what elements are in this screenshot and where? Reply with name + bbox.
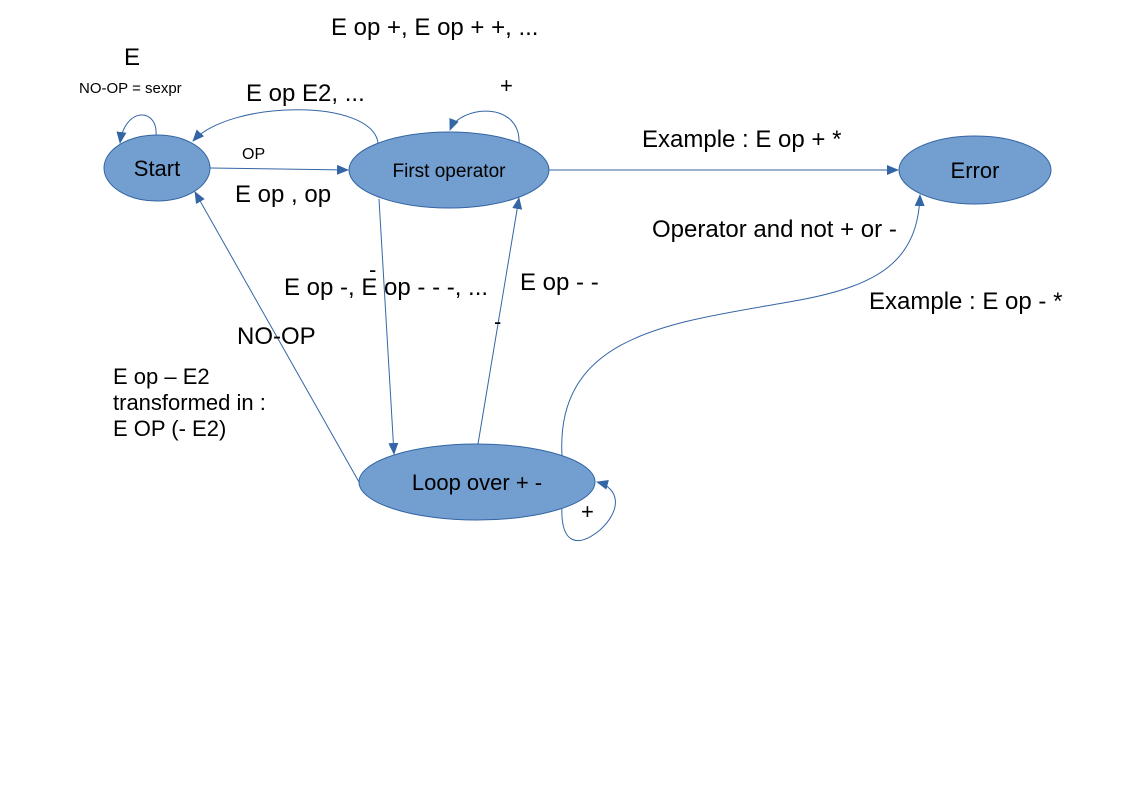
- label-minus-up: -: [494, 309, 502, 334]
- node-start: Start: [103, 134, 211, 202]
- label-e-top: E: [124, 44, 141, 71]
- node-error-label: Error: [951, 158, 1000, 183]
- label-e-op-e2: E op E2, ...: [246, 80, 365, 107]
- label-example-plus-star: Example : E op + *: [642, 126, 842, 153]
- node-loop: Loop over + -: [358, 443, 596, 521]
- edge-first-operator-to-loop: [378, 198, 399, 455]
- label-no-op-sexpr: NO-OP = sexpr: [79, 80, 182, 97]
- label-e-op-minus-list: E op -, E op - - -, ...: [284, 274, 489, 301]
- edge-start-to-first-operator: [209, 164, 349, 175]
- edge-loop-to-error: [561, 194, 925, 457]
- edge-first-operator-self-loop: [449, 110, 520, 146]
- node-first-operator: First operator: [348, 131, 550, 209]
- label-transform-line3: E OP (- E2): [113, 416, 227, 441]
- label-op: OP: [242, 146, 266, 163]
- label-e-op-minus-minus: E op - -: [520, 269, 599, 296]
- label-plus-first-operator: +: [500, 73, 513, 98]
- label-operator-and-not: Operator and not + or -: [652, 216, 897, 243]
- label-e-op-plus-plus: E op +, E op + +, ...: [331, 14, 539, 41]
- label-example-minus-star: Example : E op - *: [869, 288, 1063, 315]
- label-no-op: NO-OP: [237, 323, 316, 350]
- edge-loop-to-start: [194, 191, 360, 483]
- label-transform-line1: E op – E2: [113, 364, 210, 389]
- edge-first-operator-to-start: [192, 109, 379, 144]
- label-minus-down: -: [369, 257, 377, 282]
- label-transform-line2: transformed in :: [113, 390, 266, 415]
- node-loop-label: Loop over + -: [412, 470, 542, 495]
- label-transform-note: E op – E2 transformed in : E OP (- E2): [113, 364, 266, 442]
- edge-start-self-loop: [116, 114, 157, 144]
- node-start-label: Start: [134, 156, 180, 181]
- edge-loop-self-loop: [561, 479, 616, 541]
- node-first-operator-label: First operator: [393, 161, 507, 182]
- label-plus-loop: +: [581, 499, 594, 524]
- edge-loop-to-first-operator: [477, 197, 523, 445]
- label-e-op-comma-op: E op , op: [235, 181, 332, 208]
- node-error: Error: [898, 135, 1052, 205]
